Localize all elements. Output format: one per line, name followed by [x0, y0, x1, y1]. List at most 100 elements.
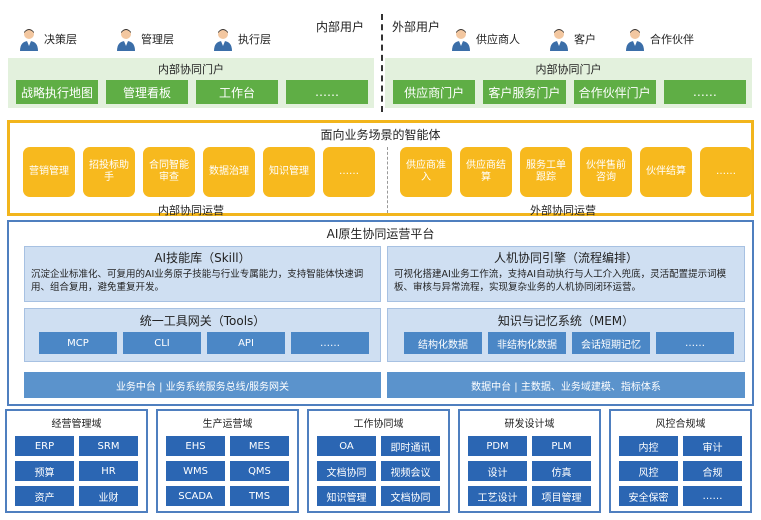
agent-external-1[interactable]: 供应商结算: [460, 147, 512, 197]
domain-cell[interactable]: 设计: [468, 461, 527, 481]
domain-cell[interactable]: SCADA: [166, 486, 225, 506]
portal-right-items: 供应商门户客户服务门户合作伙伴门户 ……: [385, 77, 752, 104]
domain-cell[interactable]: 即时通讯: [381, 436, 440, 456]
domain-cell[interactable]: 仿真: [532, 461, 591, 481]
domain-cell[interactable]: 资产: [15, 486, 74, 506]
business-middle-platform: 业务中台 | 业务系统服务总线/服务网关: [24, 372, 381, 398]
portal-right-item-2[interactable]: 合作伙伴门户: [573, 80, 656, 104]
agents-divider: [387, 147, 388, 213]
domain-cell[interactable]: 文档协同: [381, 486, 440, 506]
portal-left-items: 战略执行地图管理看板工作台 ……: [8, 77, 374, 104]
domain-cell[interactable]: ……: [683, 486, 742, 506]
memory-item-3[interactable]: ……: [656, 332, 734, 354]
memory-item-0[interactable]: 结构化数据: [404, 332, 482, 354]
domain-title: 经营管理域: [51, 419, 102, 430]
domain-cell[interactable]: 安全保密: [619, 486, 678, 506]
agents-box: 面向业务场景的智能体 营销管理招投标助手合同智能审查数据治理知识管理…… 供应商…: [7, 120, 754, 217]
portal-right: 内部协同门户 供应商门户客户服务门户合作伙伴门户……: [385, 58, 752, 108]
tools-item-3[interactable]: ……: [291, 332, 369, 354]
domain-cell[interactable]: 知识管理: [317, 486, 376, 506]
agent-internal-1[interactable]: 招投标助手: [83, 147, 135, 197]
domain-cell[interactable]: 视频会议: [381, 461, 440, 481]
agent-internal-0[interactable]: 营销管理: [23, 147, 75, 197]
domain-title: 生产运营域: [202, 419, 253, 430]
domain-cell[interactable]: 内控: [619, 436, 678, 456]
portal-left-item-0[interactable]: 战略执行地图: [16, 80, 98, 104]
memory-item-2[interactable]: 会话短期记忆: [572, 332, 650, 354]
memory-title: 知识与记忆系统（MEM）: [497, 314, 635, 328]
person-icon: [450, 27, 472, 51]
memory-box: 知识与记忆系统（MEM） 结构化数据非结构化数据会话短期记忆 ……: [387, 308, 745, 362]
agent-external-5[interactable]: ……: [700, 147, 752, 197]
domain-cell[interactable]: 工艺设计: [468, 486, 527, 506]
user-label: 决策层: [44, 33, 77, 46]
tools-item-2[interactable]: API: [207, 332, 285, 354]
domain-cell[interactable]: 项目管理: [532, 486, 591, 506]
agent-external-0[interactable]: 供应商准入: [400, 147, 452, 197]
user-label: 执行层: [238, 33, 271, 46]
portal-left-item-3[interactable]: ……: [286, 80, 368, 104]
platform-box: AI原生协同运营平台 AI技能库（Skill） 沉淀企业标准化、可复用的AI业务…: [7, 220, 754, 406]
domain-cell[interactable]: OA: [317, 436, 376, 456]
portal-right-item-0[interactable]: 供应商门户: [393, 80, 476, 104]
domain-cell[interactable]: 预算: [15, 461, 74, 481]
memory-items: 结构化数据非结构化数据会话短期记忆 ……: [388, 329, 744, 354]
portal-left: 内部协同门户 战略执行地图管理看板工作台 ……: [8, 58, 374, 108]
portal-left-item-2[interactable]: 工作台: [196, 80, 278, 104]
agents-title: 面向业务场景的智能体: [320, 128, 441, 142]
domain-grid: 内控审计风控合规安全保密……: [611, 430, 750, 506]
domain-cell[interactable]: PLM: [532, 436, 591, 456]
tools-item-1[interactable]: CLI: [123, 332, 201, 354]
domain-cell[interactable]: 审计: [683, 436, 742, 456]
person-icon: [212, 27, 234, 51]
agent-internal-5[interactable]: ……: [323, 147, 375, 197]
user-internal-1: 管理层: [115, 26, 174, 52]
portal-left-title: 内部协同门户: [158, 63, 224, 76]
domain-cell[interactable]: SRM: [79, 436, 138, 456]
domain-cell[interactable]: 合规: [683, 461, 742, 481]
portal-left-item-1[interactable]: 管理看板: [106, 80, 188, 104]
domain-cell[interactable]: 文档协同: [317, 461, 376, 481]
agent-internal-2[interactable]: 合同智能审查: [143, 147, 195, 197]
user-internal-0: 决策层: [18, 26, 77, 52]
domain-cell[interactable]: 业财: [79, 486, 138, 506]
person-icon: [18, 27, 40, 51]
engine-title: 人机协同引擎（流程编排）: [493, 251, 638, 265]
memory-item-1[interactable]: 非结构化数据: [488, 332, 566, 354]
domain-4: 风控合规域内控审计风控合规安全保密……: [609, 409, 752, 513]
person-icon: [624, 27, 646, 51]
agents-external: 供应商准入供应商结算服务工单跟踪伙伴售前咨询伙伴结算……: [400, 147, 752, 197]
user-internal-2: 执行层: [212, 26, 271, 52]
tools-box: 统一工具网关（Tools） MCP CLI API ……: [24, 308, 381, 362]
agent-internal-4[interactable]: 知识管理: [263, 147, 315, 197]
domain-cell[interactable]: PDM: [468, 436, 527, 456]
user-label: 客户: [574, 33, 596, 46]
domain-cell[interactable]: WMS: [166, 461, 225, 481]
agent-external-3[interactable]: 伙伴售前咨询: [580, 147, 632, 197]
agent-external-2[interactable]: 服务工单跟踪: [520, 147, 572, 197]
tools-item-0[interactable]: MCP: [39, 332, 117, 354]
users-divider: [381, 14, 383, 112]
agent-external-4[interactable]: 伙伴结算: [640, 147, 692, 197]
skill-desc: 沉淀企业标准化、可复用的AI业务原子技能与行业专属能力，支持智能体快速调用、组合…: [31, 269, 364, 293]
person-icon: [548, 27, 570, 51]
domain-cell[interactable]: 风控: [619, 461, 678, 481]
domain-cell[interactable]: MES: [230, 436, 289, 456]
domain-cell[interactable]: HR: [79, 461, 138, 481]
portal-right-item-1[interactable]: 客户服务门户: [483, 80, 566, 104]
agent-internal-3[interactable]: 数据治理: [203, 147, 255, 197]
domain-cell[interactable]: EHS: [166, 436, 225, 456]
engine-desc: 可视化搭建AI业务工作流，支持AI自动执行与人工介入兜底，灵活配置提示词模板、审…: [394, 269, 727, 293]
user-external-0: 供应商人: [450, 26, 520, 52]
portal-right-item-3[interactable]: ……: [663, 80, 746, 104]
tools-title: 统一工具网关（Tools）: [139, 314, 266, 328]
domain-cell[interactable]: TMS: [230, 486, 289, 506]
user-label: 合作伙伴: [650, 33, 694, 46]
domain-cell[interactable]: QMS: [230, 461, 289, 481]
platform-title: AI原生协同运营平台: [326, 227, 435, 241]
domain-cell[interactable]: ERP: [15, 436, 74, 456]
